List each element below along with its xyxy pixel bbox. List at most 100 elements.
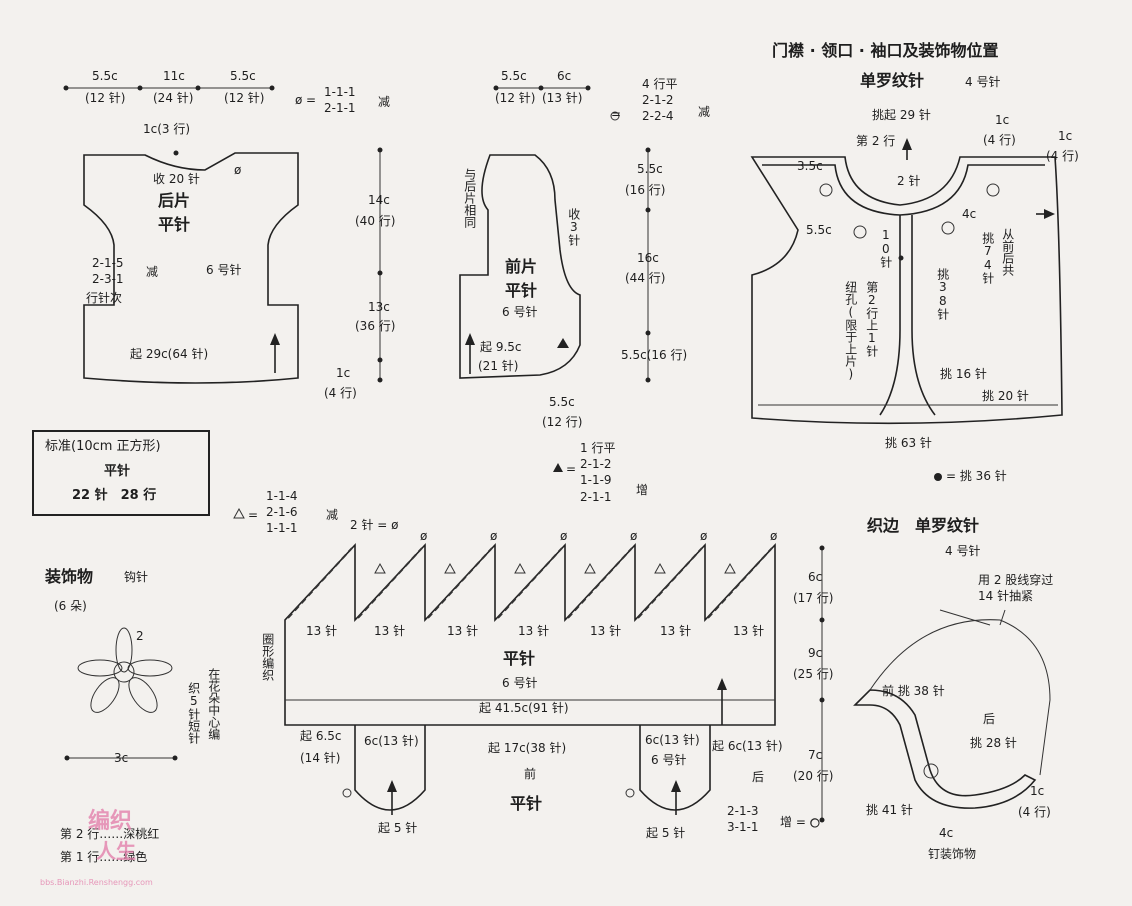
edge-bottom-d1c: 1c (1030, 784, 1045, 798)
vest-outline (750, 156, 1063, 425)
front-cast-on: 起 9.5c (480, 340, 522, 354)
back-top-note: 1c(3 行) (143, 122, 191, 136)
edge-button: 纽孔(限于上片) (843, 281, 858, 381)
dim-40-rows: (40 行) (355, 214, 396, 228)
edge-row2: 第 2 行 (856, 134, 896, 148)
phi-values: 1-1-1 2-1-1 (324, 85, 356, 116)
row1-legend: 第 1 行……绿色 (60, 850, 148, 864)
flower-hook: 钩针 (124, 570, 149, 584)
edge-bottom-d1c2: (4 行) (1018, 805, 1051, 819)
edge-d1c2: (4 行) (983, 133, 1016, 147)
inc-rule: 2-1-3 3-1-1 (727, 804, 759, 835)
sleeve-left-outline (354, 725, 426, 811)
back-dec-rule: 2-1-5 2-3-1 (92, 256, 124, 287)
edge-dot-legend: = 挑 36 针 (946, 469, 1007, 483)
edge-pick29: 挑起 29 针 (872, 108, 931, 122)
edge-attach: 钉装饰物 (928, 847, 977, 861)
chart-13-label: 13 针 (518, 624, 550, 638)
front-r3: 5.5c(16 行) (621, 348, 688, 362)
chart-h3-rows: (20 行) (793, 769, 834, 783)
front-shape-note: 收3针 (566, 208, 581, 246)
flower-count: (6 朵) (54, 599, 87, 613)
edge-d35: 3.5c (797, 159, 823, 173)
row2-legend: 第 2 行……深桃红 (60, 827, 160, 841)
edge-bottom-d4c: 4c (939, 826, 954, 840)
edge-bottom-note: 用 2 股线穿过 14 针抽紧 (978, 573, 1054, 604)
gauge-title: 标准(10cm 正方形) (45, 439, 161, 454)
chart-cast-on: 起 41.5c(91 针) (479, 701, 569, 715)
arm-start-left: 起 5 针 (378, 821, 418, 835)
gauge-box (32, 430, 210, 516)
edge-top-stitch: 单罗纹针 (860, 71, 925, 90)
circle-knit-label: 圈形编织 (260, 633, 275, 681)
edge-row2b: 第2行上1针 (864, 281, 879, 357)
back-neck: 收 20 针 (153, 172, 200, 186)
chart-stitch2: 平针 (510, 794, 543, 813)
edge-back28: 挑 28 针 (970, 736, 1017, 750)
edge-top-title: 门襟 · 领口 · 袖口及装饰物位置 (772, 41, 999, 60)
back-title: 后片 (158, 191, 191, 210)
phi-symbol: ø (295, 93, 303, 107)
back-w1-stitches: (12 针) (85, 91, 126, 105)
gauge-stitch: 平针 (104, 464, 131, 479)
crochet-flower-diagram (77, 627, 173, 713)
front-r1: 5.5c (637, 162, 663, 176)
chart-13-label: 13 针 (733, 624, 765, 638)
chart-h2-rows: (25 行) (793, 667, 834, 681)
front-cast-on-stitches: (21 针) (478, 359, 519, 373)
chart-h2: 9c (808, 646, 823, 660)
edge-st2: 2 针 (897, 174, 921, 188)
back-w3: 5.5c (230, 69, 256, 83)
front-piece-outline (459, 154, 581, 379)
back-cast-on: 起 29c(64 针) (130, 347, 209, 361)
dim-36-rows: (36 行) (355, 319, 396, 333)
chart-left-cast-st: (14 针) (300, 751, 341, 765)
tri-filled-label: 增 (636, 483, 649, 497)
back-w2-stitches: (24 针) (153, 91, 194, 105)
dim-13c: 13c (368, 300, 390, 314)
edge-d1c3: 1c (1058, 129, 1073, 143)
tri-open-note: 2 针 = ø (350, 518, 399, 532)
tri-open-label: 减 (326, 508, 339, 522)
back-piece-outline (83, 152, 299, 384)
edge-pick38: 挑38针 (935, 268, 950, 320)
phi-mark: ø (234, 163, 242, 177)
edge-front38: 前 挑 38 针 (882, 684, 945, 698)
chart-sleeve-left: 6c(13 针) (364, 734, 419, 748)
back-needle: 6 号针 (206, 263, 242, 277)
front-r2: 16c (637, 251, 659, 265)
sleeve-right-outline (639, 725, 711, 811)
chart-h1: 6c (808, 570, 823, 584)
edge-back: 后 (983, 712, 996, 726)
edge-pick63: 挑 63 针 (885, 436, 932, 450)
front-circle-rule: 4 行平 2-1-2 2-2-4 (642, 77, 678, 124)
back-stitch: 平针 (158, 215, 191, 234)
tri-open-values: 1-1-4 2-1-6 1-1-1 (266, 489, 298, 536)
flower-title: 装饰物 (45, 567, 94, 586)
chart-front: 前 (524, 767, 537, 781)
front-circle-label: 减 (698, 105, 711, 119)
chart-right-cast: 起 6c(13 针) (712, 739, 783, 753)
front-same-as-back: 与后片相同 (462, 168, 477, 228)
back-w3-stitches: (12 针) (224, 91, 265, 105)
dim-4-rows: (4 行) (324, 386, 357, 400)
gauge-value: 22 针 28 行 (72, 488, 157, 503)
front-stitch: 平针 (505, 281, 538, 300)
edge-d1c4: (4 行) (1046, 149, 1079, 163)
front-r2-rows: (44 行) (625, 271, 666, 285)
edge-top-needle: 4 号针 (965, 75, 1001, 89)
chart-needle: 6 号针 (502, 676, 538, 690)
front-w2: 6c (557, 69, 572, 83)
back-dec-label: 减 (146, 265, 159, 279)
edging-outline (853, 689, 1037, 809)
flower-v2: 在花朵中心编 (206, 668, 221, 740)
edge-n10: 10针 (878, 228, 893, 268)
chart-13-label: 13 针 (590, 624, 622, 638)
flower-v1: 织5针短针 (186, 682, 201, 744)
front-r1-rows: (16 行) (625, 183, 666, 197)
chart-h1-rows: (17 行) (793, 591, 834, 605)
tri-filled-values: 1 行平 2-1-2 1-1-9 2-1-1 (580, 441, 616, 504)
front-bottom-rows: (12 行) (542, 415, 583, 429)
dim-14c: 14c (368, 193, 390, 207)
chart-center: 起 17c(38 针) (488, 741, 567, 755)
